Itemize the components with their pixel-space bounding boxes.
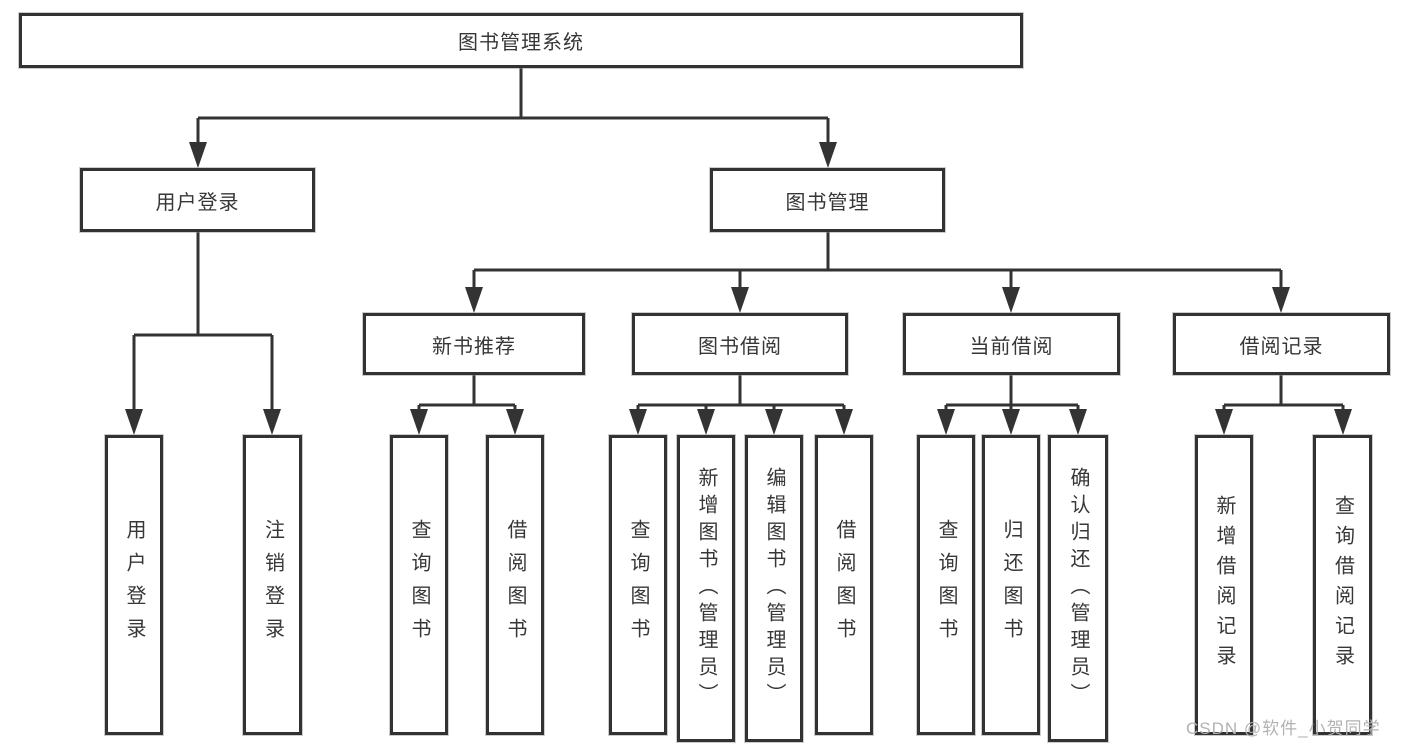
node-label: 确认归还（管理员） (1067, 467, 1089, 710)
arrow-down-icon (1002, 287, 1020, 313)
arrowhead-group (125, 142, 1352, 435)
node-label: 编辑图书（管理员） (763, 467, 785, 710)
arrow-down-icon (189, 142, 207, 168)
arrow-down-icon (125, 409, 143, 435)
node-label: 新增图书（管理员） (695, 467, 717, 710)
watermark-text: CSDN @软件_小贺同学 (1186, 719, 1381, 738)
leaf-query-books-2: 查询图书 (609, 435, 667, 735)
node-user-login: 用户登录 (80, 168, 315, 232)
arrow-down-icon (1069, 409, 1087, 435)
leaf-borrow-books-1: 借阅图书 (486, 435, 544, 735)
leaf-query-books-1: 查询图书 (390, 435, 448, 735)
node-label: 注销登录 (261, 519, 284, 651)
node-label: 借阅图书 (504, 519, 526, 651)
node-book-borrow: 图书借阅 (632, 313, 848, 375)
node-label: 归还图书 (1000, 519, 1022, 651)
arrow-down-icon (731, 287, 749, 313)
arrow-down-icon (263, 409, 281, 435)
node-label: 借阅记录 (1239, 335, 1324, 358)
arrow-down-icon (629, 409, 647, 435)
arrow-down-icon (937, 409, 955, 435)
node-label: 新增借阅记录 (1213, 495, 1235, 675)
arrow-down-icon (819, 142, 837, 168)
node-label: 用户登录 (155, 191, 240, 214)
arrow-down-icon (465, 287, 483, 313)
node-label: 查询图书 (935, 519, 957, 651)
node-label: 借阅图书 (833, 519, 855, 651)
arrow-down-icon (765, 409, 783, 435)
node-library-system: 图书管理系统 (19, 13, 1023, 68)
leaf-user-login: 用户登录 (105, 435, 163, 735)
arrow-down-icon (835, 409, 853, 435)
node-book-management: 图书管理 (710, 168, 945, 232)
arrow-down-icon (410, 409, 428, 435)
node-label: 图书管理系统 (458, 32, 584, 54)
node-label: 查询借阅记录 (1331, 495, 1354, 675)
node-new-book-recommend: 新书推荐 (363, 313, 585, 375)
leaf-logout: 注销登录 (243, 435, 302, 735)
node-label: 查询图书 (627, 519, 649, 651)
arrow-down-icon (1334, 409, 1352, 435)
arrow-down-icon (1215, 409, 1233, 435)
leaf-add-borrow-record: 新增借阅记录 (1195, 435, 1253, 735)
arrow-down-icon (1272, 287, 1290, 313)
leaf-return-books: 归还图书 (982, 435, 1040, 735)
leaf-query-borrow-record: 查询借阅记录 (1313, 435, 1372, 735)
node-label: 图书借阅 (698, 335, 782, 358)
leaf-edit-book-admin: 编辑图书（管理员） (745, 435, 803, 742)
arrow-down-icon (1002, 409, 1020, 435)
node-label: 图书管理 (785, 191, 870, 214)
leaf-add-book-admin: 新增图书（管理员） (677, 435, 735, 742)
leaf-borrow-books-2: 借阅图书 (815, 435, 873, 735)
node-borrow-record: 借阅记录 (1173, 313, 1390, 375)
connector-stroke-group (132, 68, 1345, 419)
arrow-down-icon (506, 409, 524, 435)
node-label: 当前借阅 (969, 335, 1054, 358)
arrow-down-icon (697, 409, 715, 435)
node-label: 查询图书 (408, 519, 430, 651)
node-current-borrow: 当前借阅 (903, 313, 1120, 375)
node-label: 用户登录 (123, 519, 145, 651)
leaf-confirm-return-admin: 确认归还（管理员） (1048, 435, 1108, 742)
leaf-query-books-3: 查询图书 (917, 435, 975, 735)
node-label: 新书推荐 (432, 335, 516, 358)
